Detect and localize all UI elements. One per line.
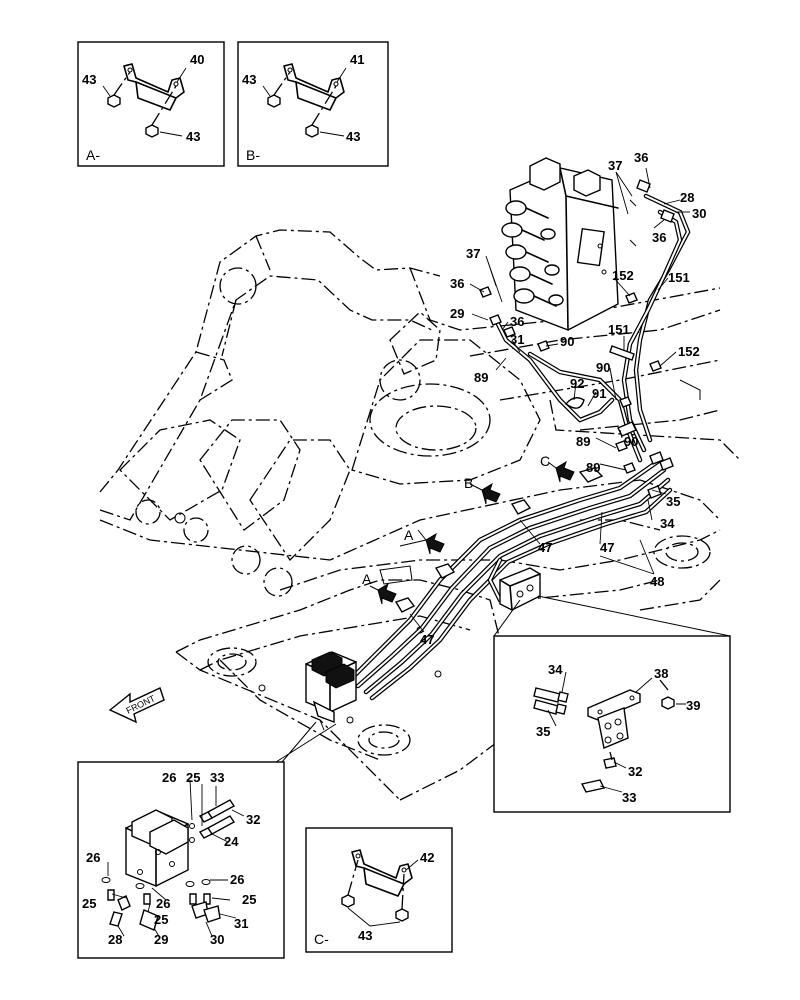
part-label: 26 — [86, 850, 100, 865]
part-label: 26 — [162, 770, 176, 785]
part-label: 89 — [576, 434, 590, 449]
view-markers: A A B C — [362, 453, 575, 605]
control-valve — [501, 157, 637, 331]
part-label: 43 — [346, 129, 360, 144]
part-label: 90 — [596, 360, 610, 375]
part-label: 40 — [190, 52, 204, 67]
hose-fitting-icon — [198, 799, 236, 823]
part-label: 92 — [570, 376, 584, 391]
view-marker-label: A — [362, 571, 372, 587]
bolt-icon — [341, 894, 355, 908]
part-label: 36 — [450, 276, 464, 291]
part-label: 34 — [548, 662, 563, 677]
part-label: 28 — [680, 190, 694, 205]
part-label: 152 — [612, 268, 634, 283]
part-label: 25 — [154, 912, 168, 927]
part-label: 43 — [186, 129, 200, 144]
part-label: 33 — [622, 790, 636, 805]
part-label: 36 — [652, 230, 666, 245]
hose-fitting-icon — [533, 687, 569, 703]
part-label: 91 — [592, 386, 606, 401]
part-label: 26 — [230, 872, 244, 887]
part-label: 25 — [242, 892, 256, 907]
part-label: 32 — [628, 764, 642, 779]
part-label: 25 — [186, 770, 200, 785]
bolt-icon — [305, 124, 319, 138]
detail-view-b: 43 41 43 B- — [237, 41, 389, 167]
view-label: A- — [86, 147, 100, 163]
part-label: 37 — [608, 158, 622, 173]
part-label: 43 — [242, 72, 256, 87]
part-label: 43 — [358, 928, 372, 943]
hose-fitting-icon — [533, 699, 567, 715]
part-label: 47 — [600, 540, 614, 555]
part-label: 43 — [82, 72, 96, 87]
elbow-fittings — [107, 889, 221, 931]
hose-fittings — [394, 179, 675, 613]
valve-bracket — [587, 689, 641, 749]
inset-shuttle-valve: 34 38 39 35 32 33 — [493, 595, 731, 813]
part-label: 48 — [650, 574, 664, 589]
detail-view-c: 42 43 C- — [305, 827, 453, 953]
part-label: 29 — [154, 932, 168, 947]
inset-pilot-valve: 26 25 33 32 24 26 26 25 26 25 25 31 28 2… — [77, 721, 337, 959]
part-label: 89 — [474, 370, 488, 385]
part-label: 39 — [686, 698, 700, 713]
view-marker-label: B — [464, 475, 473, 491]
part-label: 35 — [536, 724, 550, 739]
view-label: C- — [314, 931, 329, 947]
part-label: 33 — [210, 770, 224, 785]
part-label: 31 — [234, 916, 248, 931]
view-marker-label: C — [540, 453, 550, 469]
detail-view-a: 43 40 43 A- — [77, 41, 225, 167]
part-label: 36 — [510, 314, 524, 329]
arrow-icon — [555, 460, 575, 483]
arrow-icon — [377, 582, 397, 605]
front-arrow-icon: FRONT — [108, 687, 165, 724]
arrow-icon — [425, 532, 445, 555]
pilot-valve — [305, 651, 357, 731]
part-label: 38 — [654, 666, 668, 681]
bolt-icon — [145, 124, 159, 138]
part-label: 30 — [210, 932, 224, 947]
part-label: 26 — [156, 896, 170, 911]
pilot-hoses — [347, 193, 691, 701]
part-label: 25 — [82, 896, 96, 911]
bolt-icon — [395, 908, 409, 922]
part-label: 90 — [624, 434, 638, 449]
part-label: 28 — [108, 932, 122, 947]
part-label: 30 — [692, 206, 706, 221]
part-label: 151 — [668, 270, 690, 285]
part-label: 47 — [420, 632, 434, 647]
bolt-icon — [107, 94, 121, 108]
main-assembly: A A B C FRONT — [99, 150, 741, 801]
bolt-icon — [661, 696, 675, 710]
shuttle-valve-block — [499, 567, 541, 611]
part-label: 41 — [350, 52, 364, 67]
part-label: 36 — [634, 150, 648, 165]
part-label: 37 — [466, 246, 480, 261]
part-label: 90 — [560, 334, 574, 349]
spool-stack — [501, 200, 564, 307]
part-label: 42 — [420, 850, 434, 865]
bolt-icon — [267, 94, 281, 108]
view-label: B- — [246, 147, 260, 163]
view-marker-label: A — [404, 527, 414, 543]
part-label: 89 — [586, 460, 600, 475]
part-label: 47 — [538, 540, 552, 555]
o-ring-icon — [101, 877, 211, 889]
part-label: 24 — [224, 834, 239, 849]
part-label: 34 — [660, 516, 675, 531]
part-label: 31 — [510, 332, 524, 347]
arrow-icon — [481, 482, 501, 505]
part-label: 151 — [608, 322, 630, 337]
part-label: 29 — [450, 306, 464, 321]
part-label: 32 — [246, 812, 260, 827]
pilot-valve-body — [125, 809, 189, 887]
part-label: 152 — [678, 344, 700, 359]
part-label: 35 — [666, 494, 680, 509]
